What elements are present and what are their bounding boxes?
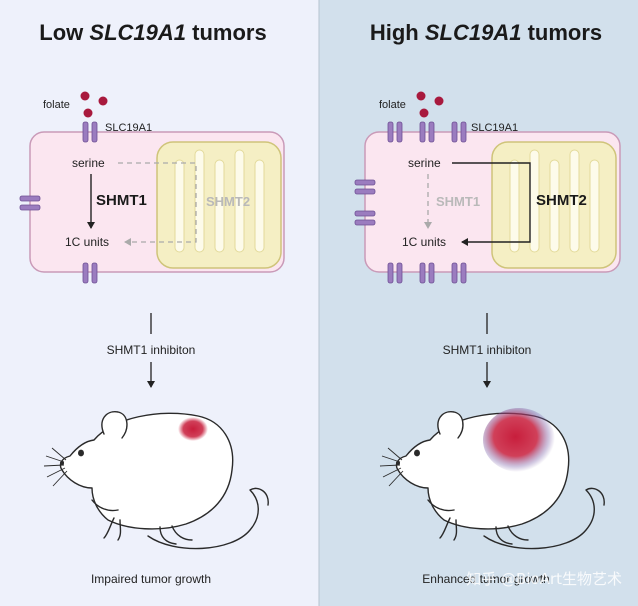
left-serine-label: serine (72, 156, 105, 170)
left-transporter-label: SLC19A1 (105, 122, 152, 134)
right-transporters-top (387, 121, 467, 143)
right-tumor (483, 408, 555, 472)
right-serine-label: serine (408, 156, 441, 170)
right-folate-label: folate (379, 99, 406, 111)
left-tumor (178, 417, 208, 441)
left-shmt2-route (118, 162, 197, 246)
left-transporter-top (82, 121, 98, 143)
left-shmt2-label: SHMT2 (206, 194, 250, 209)
right-mitochondrion (491, 141, 617, 269)
right-shmt1-label: SHMT1 (436, 194, 480, 209)
left-panel: Low SLC19A1 tumors folate SLC19A1 (19, 20, 285, 586)
right-mouse-illustration (379, 408, 605, 550)
right-panel: High SLC19A1 tumors folate SLC19A1 (354, 20, 622, 588)
right-shmt2-label: SHMT2 (536, 192, 587, 209)
left-product-label: 1C units (65, 235, 109, 249)
left-outcome-label: Impaired tumor growth (91, 572, 211, 586)
right-product-label: 1C units (402, 235, 446, 249)
left-shmt1-label: SHMT1 (96, 192, 147, 209)
left-mouse-illustration (43, 411, 269, 550)
left-folate-dots (80, 91, 108, 118)
left-transporter-bottom (82, 262, 98, 284)
left-title: Low SLC19A1 tumors (39, 20, 266, 45)
right-transporter-label: SLC19A1 (471, 122, 518, 134)
right-transporters-bottom (387, 262, 467, 284)
left-folate-label: folate (43, 99, 70, 111)
right-title: High SLC19A1 tumors (370, 20, 602, 45)
right-outcome-label: Enhanced tumor growth (422, 572, 549, 586)
left-transporter-side (19, 195, 41, 211)
right-shmt2-route (452, 162, 531, 246)
left-treatment-label: SHMT1 inhibiton (107, 343, 196, 357)
watermark: 知乎 @BioArt生物艺术 (466, 570, 622, 588)
right-folate-dots (416, 91, 444, 118)
left-mitochondrion (156, 141, 282, 269)
right-transporters-side (354, 179, 376, 226)
right-treatment-label: SHMT1 inhibiton (443, 343, 532, 357)
